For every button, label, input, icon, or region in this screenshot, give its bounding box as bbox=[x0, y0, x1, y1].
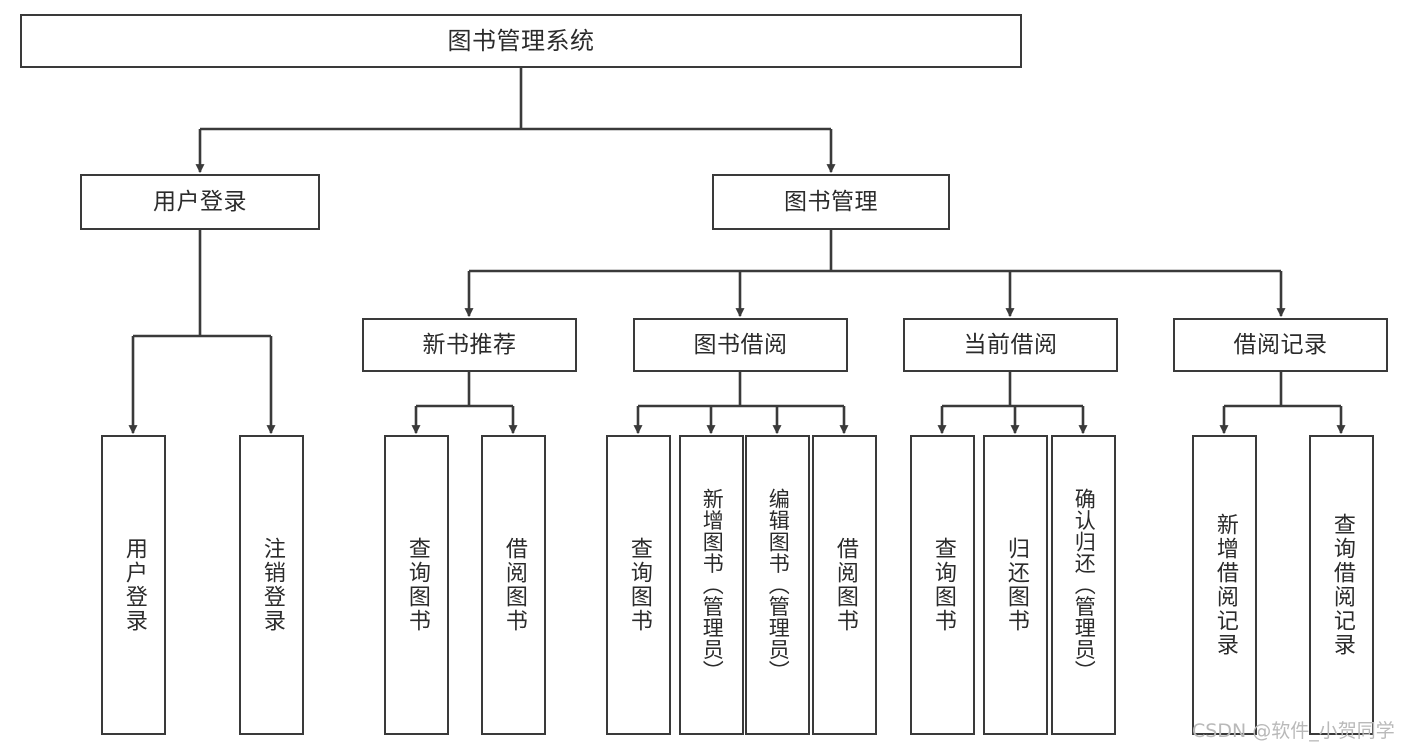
node-book-manage-label: 图书管理 bbox=[784, 188, 878, 215]
node-leaf-confirm-return-admin-label: 确认归还（管理员） bbox=[1072, 488, 1097, 682]
node-leaf-query-book-1[interactable]: 查询图书 bbox=[384, 435, 449, 735]
node-leaf-query-borrow-record-label: 查询借阅记录 bbox=[1329, 513, 1355, 657]
node-leaf-edit-book-admin[interactable]: 编辑图书（管理员） bbox=[745, 435, 810, 735]
node-new-book-recommend[interactable]: 新书推荐 bbox=[362, 318, 577, 372]
node-leaf-logout-login-label: 注销登录 bbox=[259, 537, 285, 633]
csdn-watermark: CSDN @软件_小贺同学 bbox=[1192, 720, 1395, 742]
node-leaf-query-book-2-label: 查询图书 bbox=[626, 537, 652, 633]
node-book-manage[interactable]: 图书管理 bbox=[712, 174, 950, 230]
node-leaf-add-borrow-record[interactable]: 新增借阅记录 bbox=[1192, 435, 1257, 735]
node-leaf-user-login-label: 用户登录 bbox=[121, 537, 147, 633]
node-leaf-borrow-book-2[interactable]: 借阅图书 bbox=[812, 435, 877, 735]
node-root[interactable]: 图书管理系统 bbox=[20, 14, 1022, 68]
node-book-borrow-label: 图书借阅 bbox=[693, 331, 788, 358]
node-leaf-confirm-return-admin[interactable]: 确认归还（管理员） bbox=[1051, 435, 1116, 735]
node-leaf-add-book-admin[interactable]: 新增图书（管理员） bbox=[679, 435, 744, 735]
node-user-login[interactable]: 用户登录 bbox=[80, 174, 320, 230]
node-leaf-borrow-book-2-label: 借阅图书 bbox=[832, 537, 858, 633]
node-leaf-query-borrow-record[interactable]: 查询借阅记录 bbox=[1309, 435, 1374, 735]
node-new-book-recommend-label: 新书推荐 bbox=[422, 331, 517, 358]
node-leaf-borrow-book-1-label: 借阅图书 bbox=[501, 537, 527, 633]
node-leaf-query-book-1-label: 查询图书 bbox=[404, 537, 430, 633]
node-leaf-query-book-3[interactable]: 查询图书 bbox=[910, 435, 975, 735]
node-leaf-return-book[interactable]: 归还图书 bbox=[983, 435, 1048, 735]
node-leaf-logout-login[interactable]: 注销登录 bbox=[239, 435, 304, 735]
node-leaf-borrow-book-1[interactable]: 借阅图书 bbox=[481, 435, 546, 735]
node-current-borrow-label: 当前借阅 bbox=[963, 331, 1058, 358]
node-leaf-query-book-2[interactable]: 查询图书 bbox=[606, 435, 671, 735]
node-borrow-record[interactable]: 借阅记录 bbox=[1173, 318, 1388, 372]
node-leaf-add-book-admin-label: 新增图书（管理员） bbox=[700, 488, 725, 682]
node-leaf-query-book-3-label: 查询图书 bbox=[930, 537, 956, 633]
node-leaf-add-borrow-record-label: 新增借阅记录 bbox=[1212, 513, 1238, 657]
node-root-label: 图书管理系统 bbox=[447, 27, 595, 55]
node-book-borrow[interactable]: 图书借阅 bbox=[633, 318, 848, 372]
node-leaf-user-login[interactable]: 用户登录 bbox=[101, 435, 166, 735]
node-current-borrow[interactable]: 当前借阅 bbox=[903, 318, 1118, 372]
node-leaf-edit-book-admin-label: 编辑图书（管理员） bbox=[766, 488, 791, 682]
node-user-login-label: 用户登录 bbox=[153, 188, 247, 215]
node-borrow-record-label: 借阅记录 bbox=[1233, 331, 1328, 358]
node-leaf-return-book-label: 归还图书 bbox=[1003, 537, 1029, 633]
